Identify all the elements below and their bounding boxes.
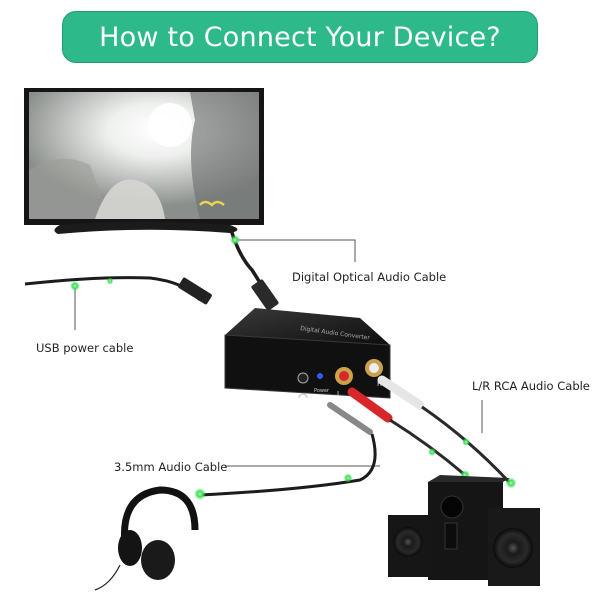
tv-stand [54, 221, 238, 234]
rca-cable-label: L/R RCA Audio Cable [472, 379, 590, 393]
title-banner: How to Connect Your Device? [62, 11, 538, 63]
connection-glow-markers [70, 235, 517, 500]
dac-converter-device: Digital Audio Converter Power L R [224, 308, 391, 399]
optical-leader-line [235, 239, 356, 262]
power-led [317, 373, 323, 379]
rca-red-cable [389, 418, 466, 477]
left-channel-label: L [337, 390, 341, 398]
speaker-system [388, 475, 540, 586]
input-switch-icon [297, 372, 309, 384]
aux-cable [199, 433, 377, 497]
power-label: Power [314, 388, 330, 394]
optical-cable-label: Digital Optical Audio Cable [292, 270, 447, 284]
aux-plug [327, 402, 373, 435]
headphones [94, 486, 199, 591]
page-title: How to Connect Your Device? [99, 21, 501, 53]
optical-plug [251, 279, 279, 311]
right-channel-label: R [377, 380, 382, 388]
rca-white-plug [377, 375, 425, 410]
usb-cable-label: USB power cable [36, 341, 134, 355]
aux-cable-label: 3.5mm Audio Cable [114, 460, 228, 474]
television [24, 88, 264, 234]
rca-red-plug [347, 387, 393, 423]
headphone-jack-icon [298, 393, 308, 399]
dc-plug [178, 277, 212, 305]
